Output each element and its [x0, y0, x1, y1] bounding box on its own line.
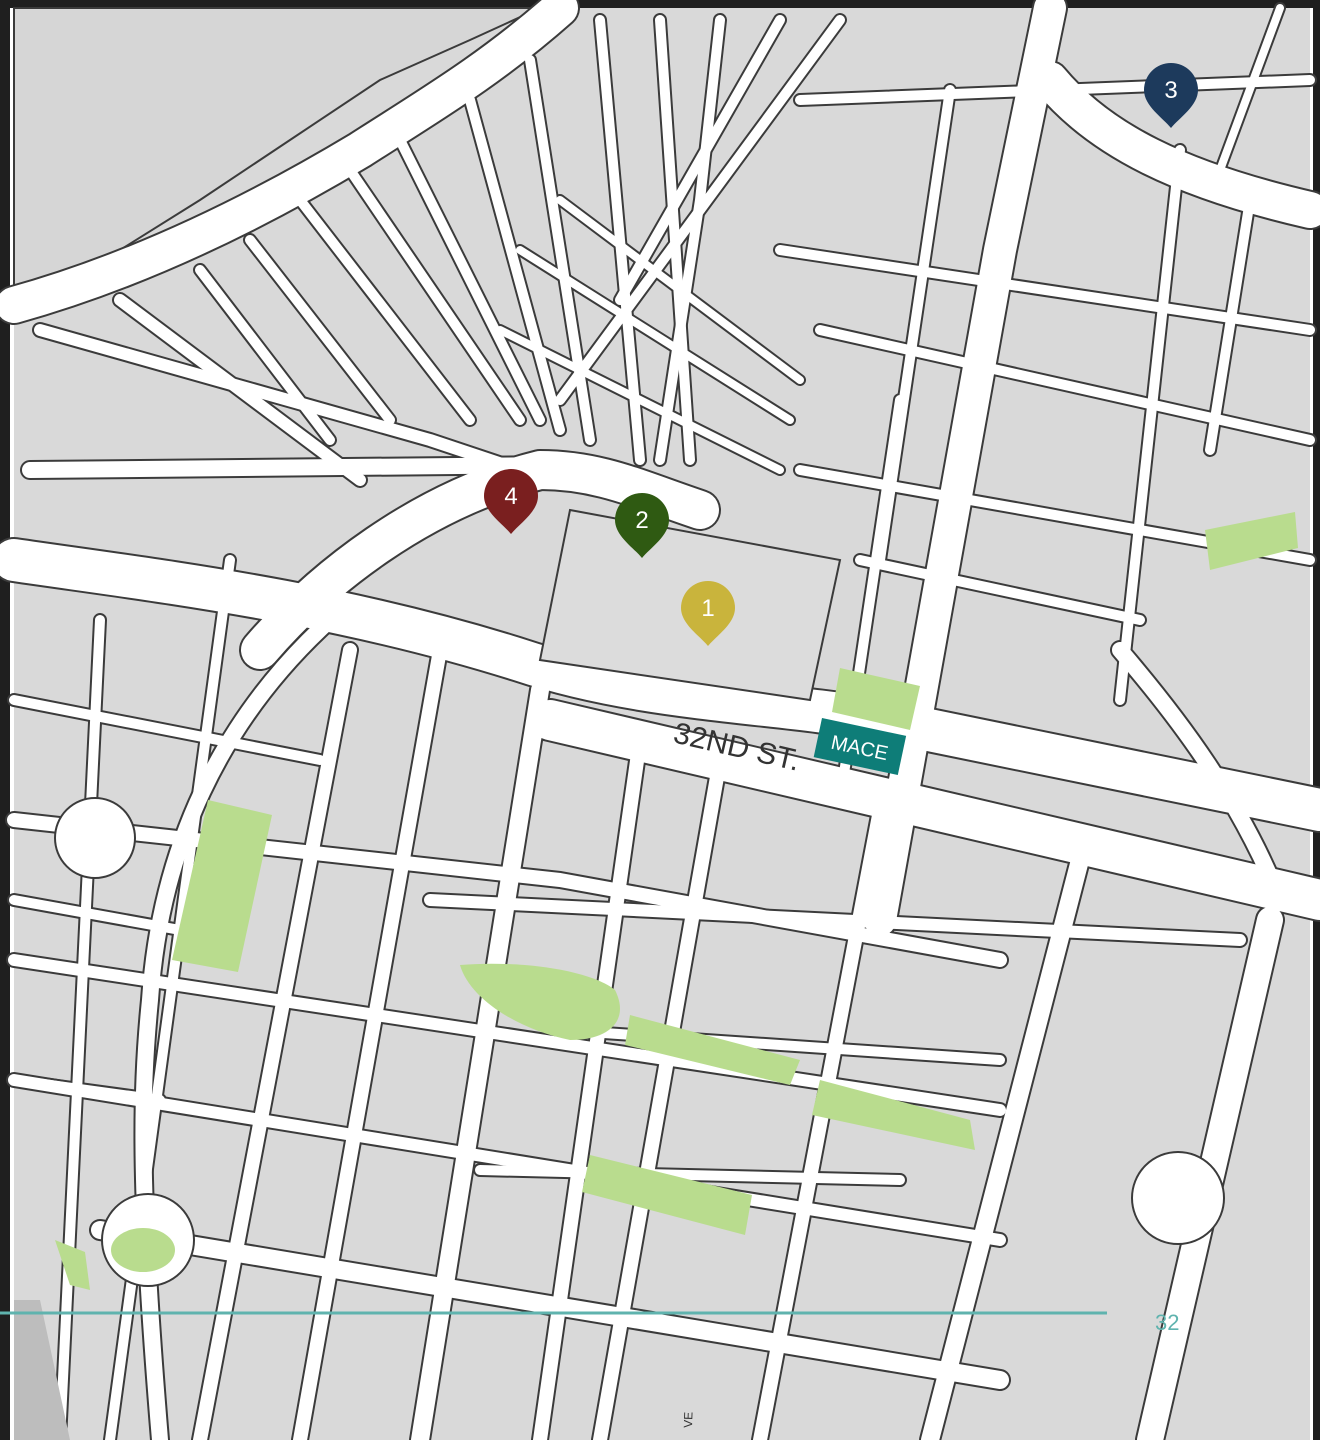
partial-vertical-label-group: VE — [681, 1412, 696, 1428]
marker-4-pin-icon — [484, 469, 538, 534]
park-strip-east — [812, 1080, 975, 1150]
roundabout-west — [54, 797, 136, 879]
park-lake-west — [460, 963, 620, 1040]
southwest-water — [14, 1300, 70, 1440]
marker-3-label: 3 — [1164, 77, 1177, 104]
marker-4[interactable]: 4 — [484, 469, 538, 534]
marker-3[interactable]: 3 — [1144, 63, 1198, 128]
park-east — [1205, 512, 1298, 570]
marker-1-label: 1 — [701, 595, 714, 622]
mace-badge-background — [813, 718, 907, 776]
park-near-mace — [832, 668, 920, 730]
park-strip-middle — [625, 1015, 800, 1085]
park-south — [582, 1155, 752, 1235]
marker-1[interactable]: 1 — [681, 581, 735, 646]
park-west — [172, 800, 272, 972]
mace-badge: MACE — [813, 718, 907, 776]
marker-2[interactable]: 2 — [615, 493, 669, 558]
marker-1-pin-icon — [681, 581, 735, 646]
page-number: 32 — [1155, 1310, 1179, 1335]
marker-2-pin-icon — [615, 493, 669, 558]
marker-3-pin-icon — [1144, 63, 1198, 128]
marker-4-label: 4 — [504, 483, 517, 510]
park-southwest-corner — [55, 1240, 90, 1290]
roundabout-east — [1131, 1151, 1225, 1245]
parks — [55, 512, 1298, 1290]
marker-2-label: 2 — [635, 507, 648, 534]
partial-vertical-label: VE — [681, 1412, 696, 1428]
park-roundabout — [111, 1228, 175, 1272]
